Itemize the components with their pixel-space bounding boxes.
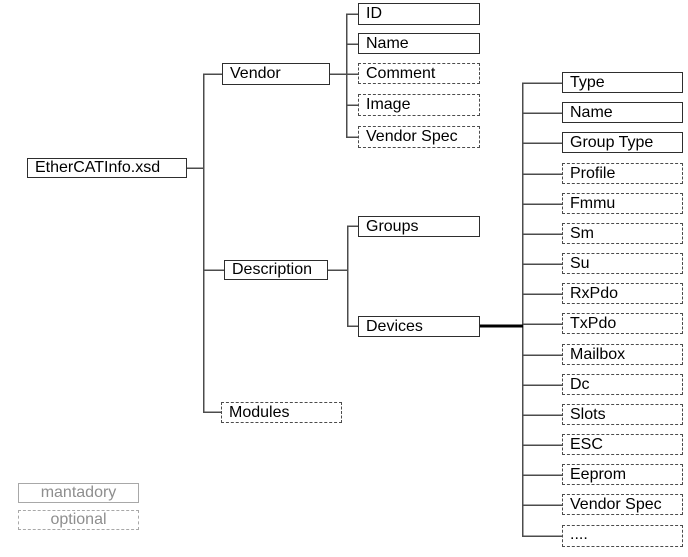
node-device-txpdo: TxPdo (562, 313, 683, 334)
node-device-name: Name (562, 102, 683, 123)
node-device-mailbox: Mailbox (562, 344, 683, 365)
legend-optional: optional (18, 510, 139, 530)
node-vendor-vendor-spec: Vendor Spec (358, 126, 480, 148)
node-device-su: Su (562, 253, 683, 274)
node-vendor-comment: Comment (358, 63, 480, 84)
node-device-fmmu: Fmmu (562, 193, 683, 214)
node-devices: Devices (358, 316, 480, 337)
tree-line (187, 13, 562, 537)
node-vendor-name: Name (358, 33, 480, 54)
node-device-vendor-spec: Vendor Spec (562, 494, 683, 515)
node-ethercatinfo-xsd: EtherCATInfo.xsd (27, 158, 187, 178)
node-device-profile: Profile (562, 163, 683, 184)
node-device-group-type: Group Type (562, 132, 683, 153)
node-vendor-image: Image (358, 94, 480, 116)
node-device-rxpdo: RxPdo (562, 283, 683, 304)
node-device-esc: ESC (562, 434, 683, 455)
node-groups: Groups (358, 216, 480, 237)
node-description: Description (224, 260, 328, 280)
node-device-sm: Sm (562, 223, 683, 244)
node-device-type: Type (562, 72, 683, 93)
node-device-eeprom: Eeprom (562, 464, 683, 485)
node-vendor-id: ID (358, 3, 480, 25)
node-modules: Modules (221, 402, 342, 423)
node-device-slots: Slots (562, 404, 683, 425)
node-device-more: .... (562, 525, 683, 547)
legend-mandatory: mantadory (18, 483, 139, 503)
node-vendor: Vendor (222, 63, 330, 85)
node-device-dc: Dc (562, 374, 683, 395)
